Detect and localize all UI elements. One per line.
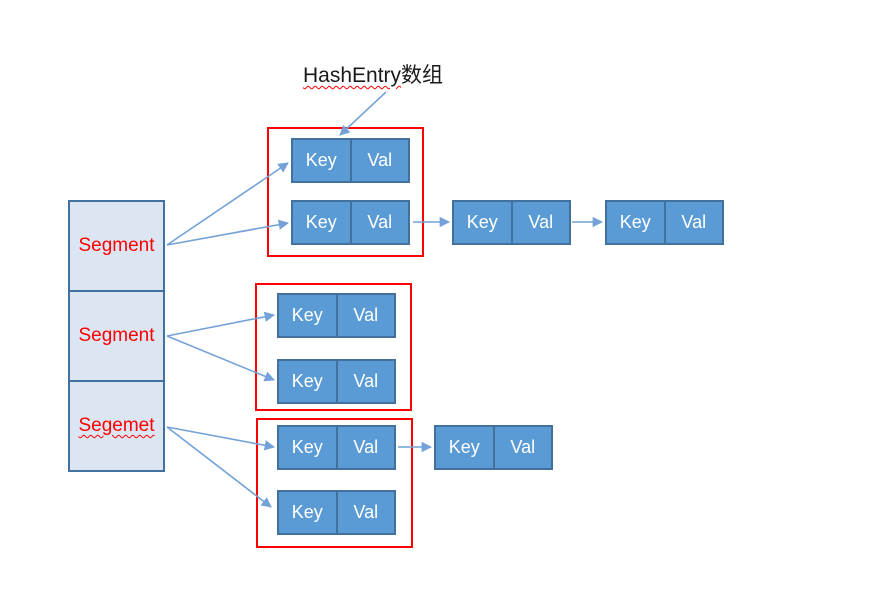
segment-cell-1: Segment	[70, 202, 163, 292]
val-cell: Val	[335, 295, 395, 336]
val-cell: Val	[335, 492, 395, 533]
val-cell: Val	[510, 202, 570, 243]
hashentry-node-3-2: Key Val	[277, 490, 396, 535]
key-cell: Key	[619, 212, 651, 232]
diagram-title-suffix: 数组	[401, 64, 444, 87]
hashentry-node-2-2: Key Val	[277, 359, 396, 404]
chain-node-3-1-next: Key Val	[434, 425, 553, 470]
key-cell: Key	[466, 212, 498, 232]
key-cell: Key	[291, 437, 323, 457]
key-cell: Key	[291, 305, 323, 325]
key-cell: Key	[305, 212, 337, 232]
hashentry-node-1-1: Key Val	[291, 138, 410, 183]
segment-label: Segment	[78, 325, 155, 346]
key-cell: Key	[291, 371, 323, 391]
diagram-title: HashEntry数组	[303, 59, 523, 89]
segment-label: Segemet	[78, 415, 155, 436]
chain-node-1-2-next: Key Val	[452, 200, 571, 245]
hashentry-node-1-2: Key Val	[291, 200, 410, 245]
segment-cell-2: Segment	[70, 292, 163, 382]
diagram-title-main: HashEntry	[303, 64, 402, 87]
val-cell: Val	[663, 202, 723, 243]
hashentry-node-2-1: Key Val	[277, 293, 396, 338]
val-cell: Val	[335, 361, 395, 402]
hashentry-node-3-1: Key Val	[277, 425, 396, 470]
val-cell: Val	[492, 427, 552, 468]
key-cell: Key	[305, 150, 337, 170]
segment-cell-3: Segemet	[70, 382, 163, 470]
chain-node-1-2-next-next: Key Val	[605, 200, 724, 245]
val-cell: Val	[349, 202, 409, 243]
key-cell: Key	[291, 502, 323, 522]
val-cell: Val	[335, 427, 395, 468]
segment-label: Segment	[78, 235, 155, 256]
key-cell: Key	[448, 437, 480, 457]
val-cell: Val	[349, 140, 409, 181]
segment-table: Segment Segment Segemet	[68, 200, 165, 472]
